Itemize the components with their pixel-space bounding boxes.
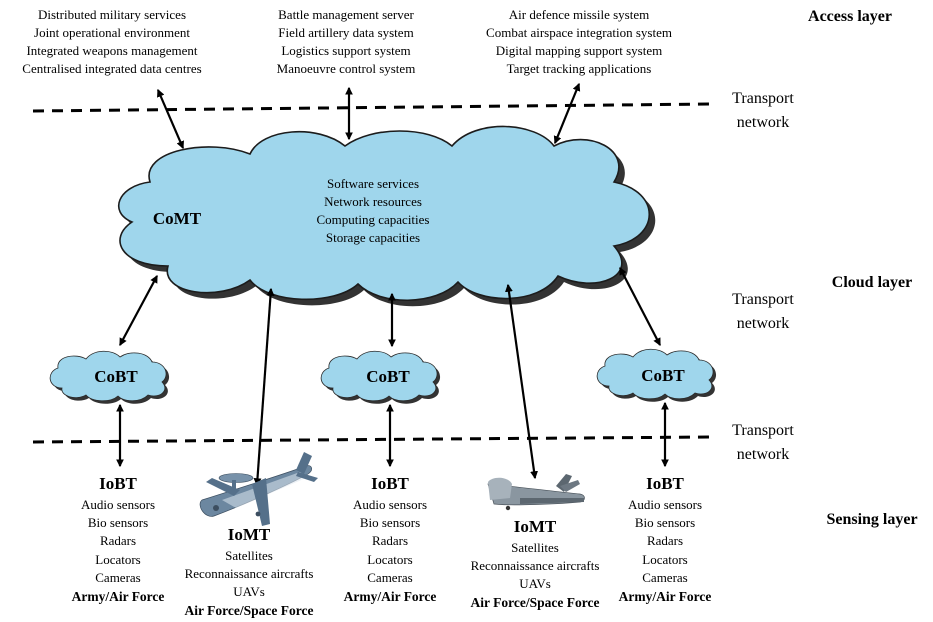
arrow-comt-to-cobt-left [119,274,158,347]
cobt-label-right: CoBT [641,366,685,385]
iomt-force: Air Force/Space Force [471,595,600,610]
access-item: Field artillery data system [278,25,413,40]
iobt-title: IoBT [99,474,137,493]
iomt-item: Reconnaissance aircrafts [471,558,600,573]
iobt-item: Bio sensors [635,515,695,530]
iobt-title: IoBT [371,474,409,493]
cobt-cloud-right [596,348,717,402]
access-item: Integrated weapons management [26,43,197,58]
transport-label-line: Transport [732,291,794,308]
transport-network-line-bottom [32,435,713,444]
transport-label-line: Transport [732,422,794,439]
iobt-item: Audio sensors [81,497,155,512]
iomt-item: UAVs [233,584,265,599]
iobt-center: IoBT Audio sensors Bio sensors Radars Lo… [344,474,437,604]
access-item: Air defence missile system [509,7,649,22]
comt-item: Software services [327,176,419,191]
iobt-right: IoBT Audio sensors Bio sensors Radars Lo… [619,474,712,604]
comt-cloud-shape [117,125,651,301]
iobt-force: Army/Air Force [72,589,165,604]
comt-items: Software services Network resources Comp… [316,176,429,245]
cobt-cloud-shape [596,348,714,400]
iobt-item: Cameras [95,570,140,585]
iomt-item: Satellites [511,540,559,555]
comt-title: CoMT [153,209,202,228]
iomt-item: Reconnaissance aircrafts [185,566,314,581]
iobt-force: Army/Air Force [619,589,712,604]
cobt-cloud-shape [320,350,438,402]
iomt-left: IoMT Satellites Reconnaissance aircrafts… [185,525,314,618]
connection-arrows [116,82,669,487]
iobt-item: Cameras [642,570,687,585]
transport-label-line: network [737,114,789,131]
cobt-label-center: CoBT [366,367,410,386]
access-item: Manoeuvre control system [277,61,416,76]
transport-label-line: network [737,315,789,332]
transport-label-line: Transport [732,90,794,107]
arrow-comt-to-iomt-left [253,287,275,487]
comt-cloud [117,125,656,307]
iobt-item: Locators [95,552,140,567]
comt-item: Network resources [324,194,422,209]
access-item: Combat airspace integration system [486,25,672,40]
access-item: Joint operational environment [34,25,190,40]
cobt-cloud-left [49,350,170,404]
iomt-right: IoMT Satellites Reconnaissance aircrafts… [471,517,600,610]
awacs-aircraft-icon [199,452,318,526]
iobt-item: Bio sensors [360,515,420,530]
access-item: Digital mapping support system [496,43,662,58]
access-item: Distributed military services [38,7,186,22]
iomt-item: UAVs [519,576,551,591]
iobt-item: Bio sensors [88,515,148,530]
iobt-item: Audio sensors [628,497,702,512]
access-group-3: Air defence missile system Combat airspa… [486,7,672,76]
transport-label-line: network [737,446,789,463]
arrow-comt-to-cobt-right [619,266,661,347]
comt-item: Computing capacities [316,212,429,227]
cobt-label-left: CoBT [94,367,138,386]
sensing-layer-label: Sensing layer [826,511,917,528]
iobt-item: Locators [367,552,412,567]
iobt-item: Cameras [367,570,412,585]
arrow-access-to-comt-left [156,88,185,150]
uav-drone-icon [487,474,585,511]
access-group-1: Distributed military services Joint oper… [22,7,201,76]
access-group-2: Battle management server Field artillery… [277,7,416,76]
arrow-access-to-comt-right [553,82,581,145]
access-item: Battle management server [278,7,414,22]
cloud-layer-label: Cloud layer [832,274,912,291]
iobt-item: Radars [647,533,683,548]
iobt-item: Radars [100,533,136,548]
cobt-cloud-shape [49,350,167,402]
transport-label-top: Transport network [732,90,794,131]
iomt-title: IoMT [228,525,271,544]
transport-label-bottom: Transport network [732,422,794,463]
arrow-comt-to-iomt-right [505,283,538,480]
iobt-item: Locators [642,552,687,567]
iomt-item: Satellites [225,548,273,563]
iomt-force: Air Force/Space Force [185,603,314,618]
access-item: Target tracking applications [507,61,652,76]
access-layer-label: Access layer [808,8,892,25]
iobt-force: Army/Air Force [344,589,437,604]
access-item: Logistics support system [281,43,410,58]
cobt-cloud-center [320,350,441,404]
iomt-title: IoMT [514,517,557,536]
comt-item: Storage capacities [326,230,420,245]
iobt-item: Radars [372,533,408,548]
access-item: Centralised integrated data centres [22,61,201,76]
iobt-left: IoBT Audio sensors Bio sensors Radars Lo… [72,474,165,604]
iobt-item: Audio sensors [353,497,427,512]
transport-network-line-top [32,102,713,113]
iobt-title: IoBT [646,474,684,493]
transport-label-middle: Transport network [732,291,794,332]
